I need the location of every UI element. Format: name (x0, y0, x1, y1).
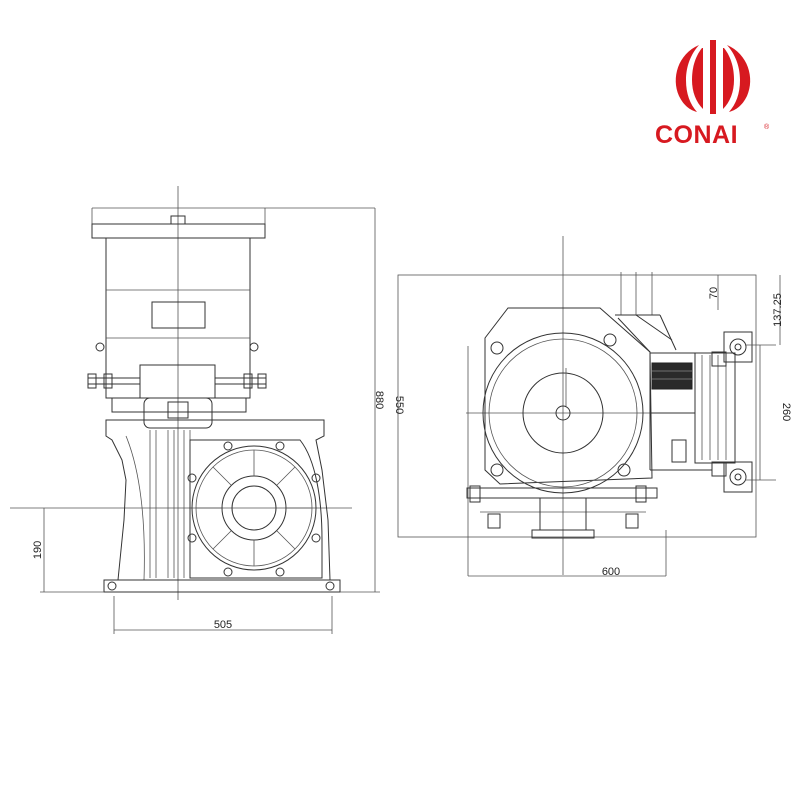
dim-top-right-137-25: 137.25 (772, 293, 784, 327)
dim-top-70: 70 (708, 287, 720, 299)
dim-height-880: 880 (373, 391, 385, 409)
dim-shaft-height-190: 190 (32, 541, 44, 559)
conai-logo: CONAI ® (655, 40, 770, 149)
logo-emblem-icon (675, 40, 751, 114)
dim-left-height-550: 550 (393, 396, 405, 414)
dim-width-600: 600 (602, 566, 620, 578)
registered-mark: ® (764, 123, 770, 131)
brand-name: CONAI (655, 121, 738, 149)
front-view: 880 505 190 (10, 186, 385, 634)
dim-width-505: 505 (214, 619, 232, 631)
side-view: 600 550 260 137.25 70 (393, 236, 792, 578)
dim-right-height-260: 260 (780, 403, 792, 421)
